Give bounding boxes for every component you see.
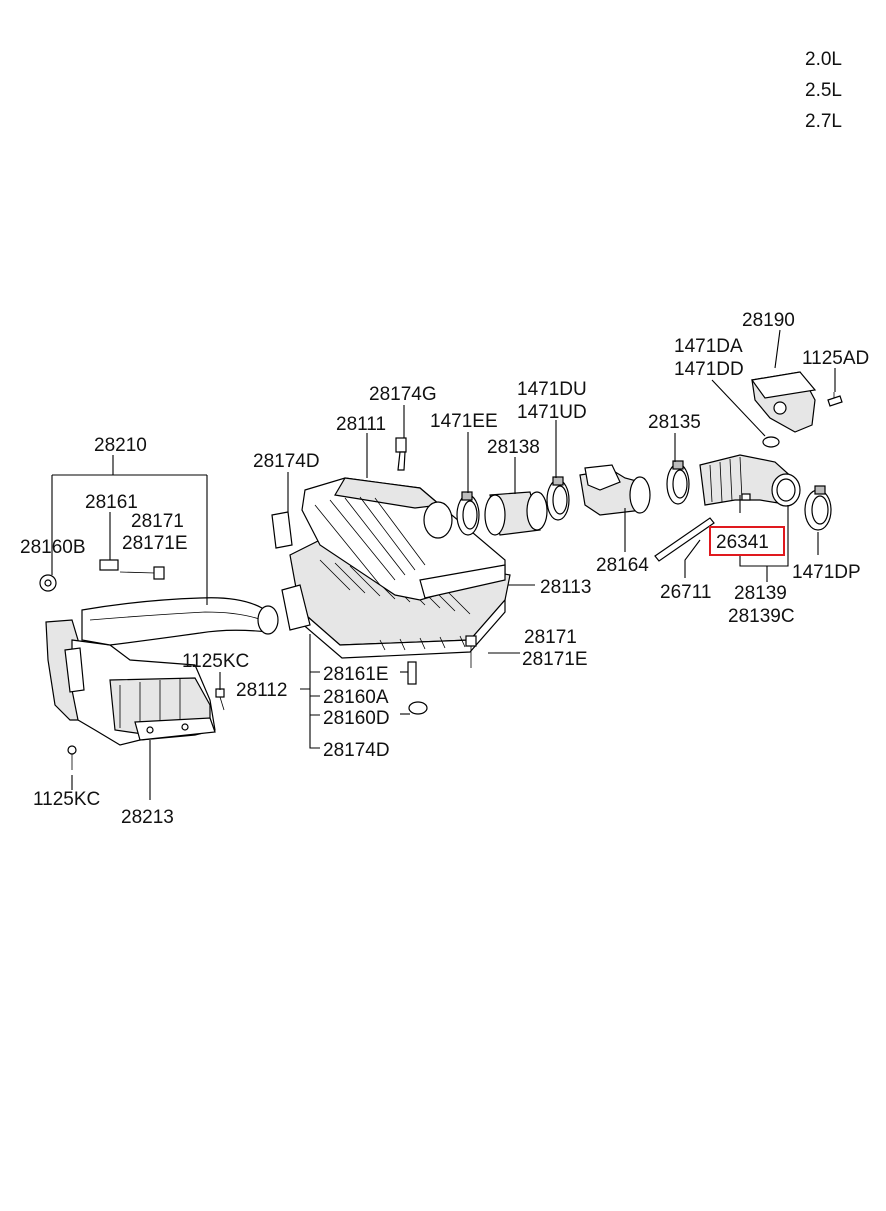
hose-clamp-1471dp-drawing	[804, 485, 832, 531]
engine-variant-2-5l: 2.5L	[805, 80, 842, 101]
grommet-28160b-drawing	[39, 574, 57, 592]
highlight-box-26341	[709, 526, 785, 556]
label-1125ad[interactable]: 1125AD	[802, 348, 869, 369]
label-28174g[interactable]: 28174G	[369, 384, 437, 405]
label-1471ud[interactable]: 1471UD	[517, 402, 587, 423]
label-1471du[interactable]: 1471DU	[517, 379, 587, 400]
label-28171-left[interactable]: 28171	[131, 511, 184, 532]
label-28160b[interactable]: 28160B	[20, 537, 86, 558]
collar-28161-drawing	[99, 559, 119, 571]
resonator-duct-drawing	[45, 597, 279, 746]
label-1471dp[interactable]: 1471DP	[792, 562, 861, 583]
label-1125kc-bottom[interactable]: 1125KC	[33, 789, 100, 810]
label-28174d-bottom[interactable]: 28174D	[323, 740, 390, 761]
engine-variant-2-7l: 2.7L	[805, 111, 842, 132]
label-28161[interactable]: 28161	[85, 492, 138, 513]
label-28190[interactable]: 28190	[742, 310, 795, 331]
label-28160a[interactable]: 28160A	[323, 687, 389, 708]
label-1471dd[interactable]: 1471DD	[674, 359, 744, 380]
label-28138[interactable]: 28138	[487, 437, 540, 458]
bolt-28171-left-drawing	[119, 566, 165, 580]
label-1471da[interactable]: 1471DA	[674, 336, 743, 357]
air-cleaner-cover-drawing	[271, 437, 506, 601]
bolt-28171-right-drawing	[465, 635, 477, 668]
label-28112[interactable]: 28112	[236, 680, 287, 701]
label-1125kc-mid[interactable]: 1125KC	[182, 651, 249, 672]
label-28139c[interactable]: 28139C	[728, 606, 795, 627]
label-28213[interactable]: 28213	[121, 807, 174, 828]
air-flow-sensor-28164-drawing	[579, 464, 651, 516]
label-28135[interactable]: 28135	[648, 412, 701, 433]
label-28164[interactable]: 28164	[596, 555, 649, 576]
label-28174d-top[interactable]: 28174D	[253, 451, 320, 472]
label-28161e[interactable]: 28161E	[323, 664, 389, 685]
label-28210[interactable]: 28210	[94, 435, 147, 456]
label-28171-right[interactable]: 28171	[524, 627, 577, 648]
resonator-28190-drawing	[750, 371, 817, 448]
leader-lines	[51, 329, 836, 800]
label-28160d[interactable]: 28160D	[323, 708, 390, 729]
label-1471ee[interactable]: 1471EE	[430, 411, 498, 432]
collar-28161e-drawing	[407, 661, 417, 685]
label-26711[interactable]: 26711	[660, 582, 711, 603]
hose-clamp-1471ee-drawing	[456, 491, 480, 536]
label-28139[interactable]: 28139	[734, 583, 787, 604]
label-28113[interactable]: 28113	[540, 577, 591, 598]
engine-variant-2-0l: 2.0L	[805, 49, 842, 70]
label-28111[interactable]: 28111	[336, 414, 386, 435]
hose-clamp-28135-drawing	[666, 460, 690, 505]
label-28171e-left[interactable]: 28171E	[122, 533, 188, 554]
breather-hose-26711-drawing	[654, 517, 715, 562]
bolt-1125ad-drawing	[827, 392, 843, 407]
hose-clamp-1471du-drawing	[546, 476, 570, 521]
label-28171e-right[interactable]: 28171E	[522, 649, 588, 670]
hose-28138-drawing	[484, 491, 548, 536]
grommet-28160a-drawing	[408, 701, 428, 715]
bolt-1125kc-mid-drawing	[215, 688, 225, 711]
bolt-1125kc-bottom-drawing	[67, 745, 77, 770]
label-26341[interactable]: 26341	[716, 532, 769, 553]
intake-hose-28139-drawing	[699, 454, 801, 507]
